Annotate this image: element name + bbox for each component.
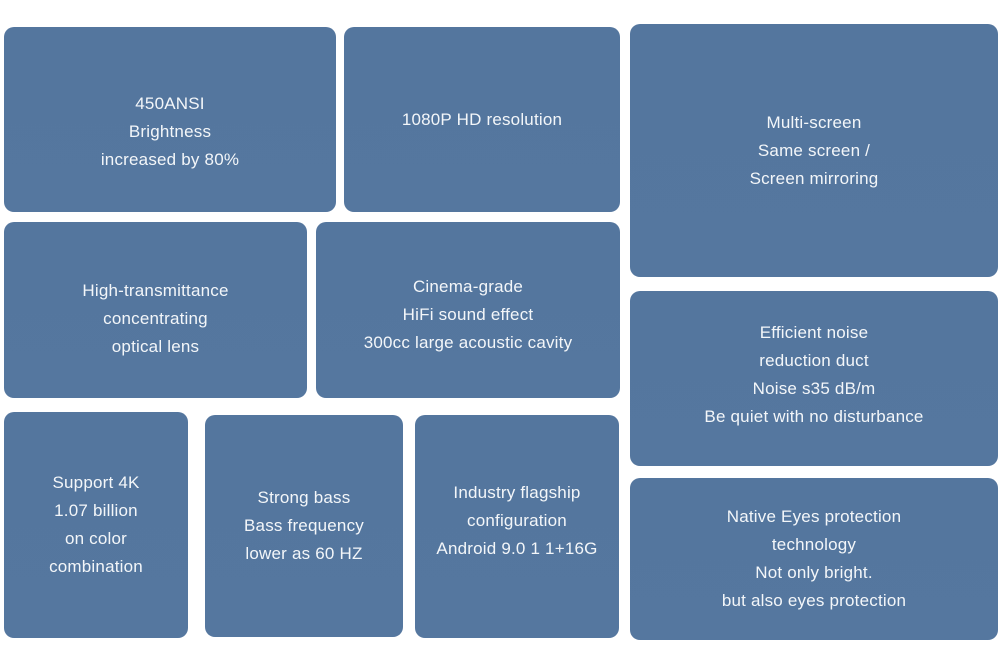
feature-line: Support 4K (52, 473, 140, 492)
feature-line: Same screen / (757, 140, 871, 160)
feature-line: Android 9.0 1 1+16G (436, 538, 598, 558)
feature-card-lens: High-transmittance concentrating optical… (4, 222, 307, 398)
feature-card-text: High-transmittance concentrating optical… (82, 277, 228, 361)
feature-line: configuration (467, 510, 567, 530)
feature-line: technology (771, 535, 857, 554)
feature-line: High-transmittance (82, 281, 229, 300)
feature-line: Efficient noise (759, 322, 869, 342)
feature-card-text: Efficient noise reduction duct Noise s35… (704, 319, 923, 431)
feature-line: 300cc large acoustic cavity (363, 333, 573, 352)
feature-card-multiscreen: Multi-screen Same screen / Screen mirror… (630, 24, 998, 277)
feature-line: increased by 80% (100, 149, 240, 169)
feature-line: optical lens (111, 337, 200, 356)
feature-card-text: Support 4K 1.07 billion on color combina… (49, 469, 143, 581)
feature-card-sound: Cinema-grade HiFi sound effect 300cc lar… (316, 222, 620, 398)
feature-line: 1.07 billion (54, 501, 138, 520)
feature-card-text: Multi-screen Same screen / Screen mirror… (750, 109, 879, 193)
feature-line: Strong bass (257, 488, 351, 507)
feature-card-brightness: 450ANSI Brightness increased by 80% (4, 27, 336, 212)
feature-card-eye-protection: Native Eyes protection technology Not on… (630, 478, 998, 640)
feature-card-text: 450ANSI Brightness increased by 80% (101, 90, 239, 174)
feature-line: on color (64, 529, 128, 548)
feature-line: Cinema-grade (412, 277, 524, 296)
feature-card-resolution: 1080P HD resolution (344, 27, 620, 212)
feature-card-text: Strong bass Bass frequency lower as 60 H… (244, 484, 364, 568)
feature-line: Screen mirroring (749, 168, 879, 188)
feature-line: Industry flagship (453, 482, 581, 502)
feature-line: combination (49, 557, 143, 576)
feature-card-noise: Efficient noise reduction duct Noise s35… (630, 291, 998, 466)
feature-card-text: Industry flagship configuration Android … (436, 479, 597, 563)
feature-line: concentrating (103, 309, 208, 328)
feature-card-text: 1080P HD resolution (402, 106, 562, 134)
feature-line: Bass frequency (244, 516, 364, 535)
feature-line: Not only bright. (755, 563, 873, 582)
feature-card-text: Native Eyes protection technology Not on… (722, 503, 906, 615)
feature-card-text: Cinema-grade HiFi sound effect 300cc lar… (364, 273, 573, 357)
feature-line: 1080P HD resolution (401, 109, 563, 129)
feature-line: Brightness (128, 121, 212, 141)
feature-line: Be quiet with no disturbance (704, 406, 924, 426)
feature-line: lower as 60 HZ (245, 544, 363, 563)
feature-card-bass: Strong bass Bass frequency lower as 60 H… (205, 415, 403, 637)
feature-line: HiFi sound effect (402, 305, 534, 324)
feature-line: reduction duct (759, 350, 869, 370)
feature-card-android: Industry flagship configuration Android … (415, 415, 619, 638)
feature-line: but also eyes protection (721, 591, 907, 610)
feature-card-4k-color: Support 4K 1.07 billion on color combina… (4, 412, 188, 638)
feature-line: Noise s35 dB/m (752, 378, 876, 398)
feature-line: 450ANSI (135, 93, 205, 113)
feature-line: Multi-screen (766, 112, 862, 132)
feature-line: Native Eyes protection (726, 507, 902, 526)
